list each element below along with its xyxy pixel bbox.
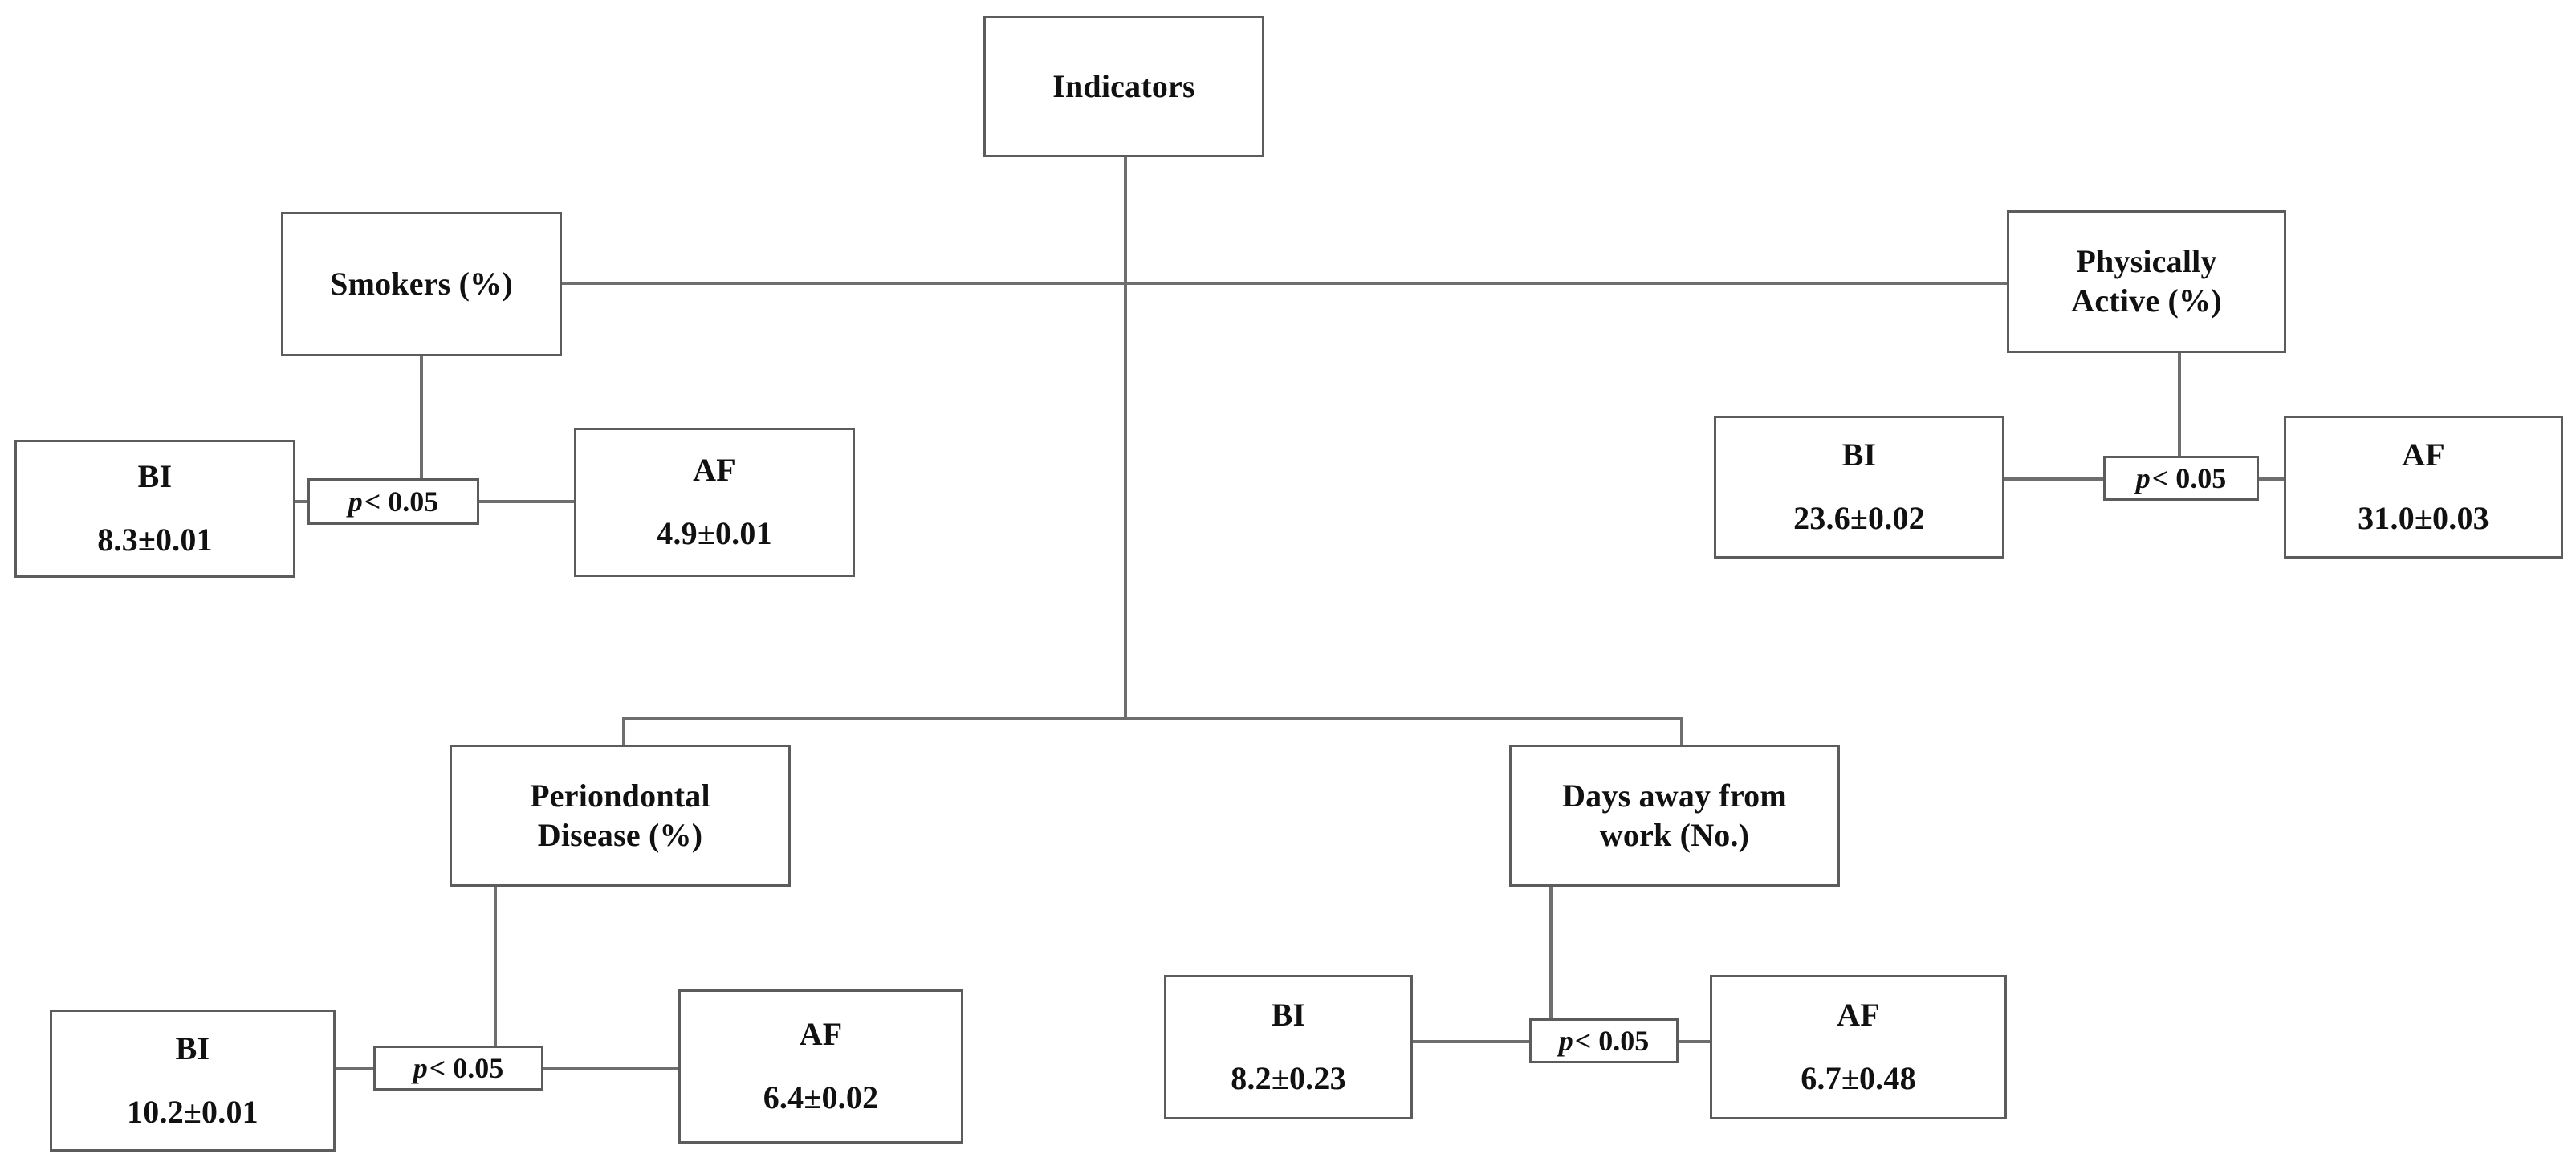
node-physically-active-baseline-value: 23.6±0.02: [1793, 500, 1925, 536]
connector-days-away-drop: [1680, 717, 1683, 746]
connector-smokers-p-to-followup: [477, 500, 580, 503]
node-smokers: Smokers (%): [281, 212, 562, 356]
node-days-away-baseline-name: BI: [1271, 997, 1306, 1034]
node-smokers-baseline-name: BI: [137, 458, 173, 495]
pvalue-physically-active-symbol: p: [2135, 462, 2151, 494]
pvalue-physically-active-rest: < 0.05: [2151, 462, 2227, 494]
pvalue-smokers-rest: < 0.05: [364, 485, 439, 518]
node-indicators-label: Indicators: [1052, 67, 1195, 104]
node-physically-active-label-line1: Physically: [2076, 243, 2217, 280]
node-physically-active-followup: AF 31.0±0.03: [2284, 416, 2563, 559]
pvalue-smokers-symbol: p: [348, 485, 363, 518]
connector-physically-active-baseline-to-p: [2000, 477, 2106, 481]
pvalue-periondontal: p < 0.05: [373, 1046, 543, 1091]
connector-days-away-stem: [1549, 887, 1553, 1019]
pvalue-periondontal-symbol: p: [413, 1052, 428, 1084]
node-days-away-label-line1: Days away from: [1562, 777, 1787, 814]
connector-days-away-p-to-followup: [1676, 1040, 1712, 1043]
node-physically-active: Physically Active (%): [2007, 210, 2286, 353]
node-days-away-baseline: BI 8.2±0.23: [1164, 975, 1413, 1119]
node-periondontal-disease-label-line1: Periondontal: [530, 777, 710, 814]
node-smokers-baseline-value: 8.3±0.01: [97, 522, 213, 558]
node-days-away-from-work: Days away from work (No.): [1509, 745, 1840, 887]
connector-days-away-baseline-to-p: [1409, 1040, 1533, 1043]
connector-root-trunk: [1124, 157, 1127, 720]
pvalue-days-away-symbol: p: [1558, 1025, 1573, 1057]
node-physically-active-followup-value: 31.0±0.03: [2358, 500, 2489, 536]
node-indicators: Indicators: [983, 16, 1264, 157]
node-days-away-followup-value: 6.7±0.48: [1801, 1060, 1916, 1096]
node-periondontal-followup: AF 6.4±0.02: [678, 989, 963, 1144]
node-days-away-baseline-value: 8.2±0.23: [1231, 1060, 1346, 1096]
connector-level1-horizontal: [562, 282, 2007, 285]
node-days-away-label-line2: work (No.): [1599, 816, 1750, 853]
node-periondontal-disease: Periondontal Disease (%): [450, 745, 791, 887]
node-physically-active-label-line2: Active (%): [2071, 282, 2222, 319]
pvalue-periondontal-rest: < 0.05: [429, 1052, 504, 1084]
node-periondontal-disease-label-line2: Disease (%): [537, 816, 703, 853]
node-smokers-followup: AF 4.9±0.01: [574, 428, 855, 577]
connector-periondontal-stem: [494, 887, 497, 1047]
connector-periondontal-drop: [622, 717, 625, 746]
node-smokers-followup-value: 4.9±0.01: [657, 515, 772, 551]
node-periondontal-followup-value: 6.4±0.02: [763, 1079, 879, 1115]
node-physically-active-baseline: BI 23.6±0.02: [1714, 416, 2004, 559]
connector-smokers-baseline-to-p: [289, 500, 313, 503]
pvalue-smokers: p < 0.05: [307, 478, 479, 525]
connector-periondontal-baseline-to-p: [331, 1067, 377, 1070]
node-periondontal-baseline-value: 10.2±0.01: [127, 1093, 258, 1130]
node-smokers-baseline: BI 8.3±0.01: [14, 440, 295, 578]
node-periondontal-followup-name: AF: [799, 1016, 843, 1053]
connector-level2-horizontal: [622, 717, 1683, 720]
pvalue-days-away: p < 0.05: [1529, 1018, 1679, 1063]
node-smokers-label: Smokers (%): [330, 265, 513, 302]
node-physically-active-baseline-name: BI: [1841, 437, 1877, 473]
node-smokers-followup-name: AF: [693, 452, 736, 489]
connector-periondontal-p-to-followup: [541, 1067, 686, 1070]
node-periondontal-baseline: BI 10.2±0.01: [50, 1010, 336, 1152]
connector-smokers-stem: [420, 356, 423, 481]
connector-physically-active-p-to-followup: [2257, 477, 2287, 481]
connector-physically-active-stem: [2178, 353, 2181, 457]
node-periondontal-baseline-name: BI: [175, 1030, 210, 1066]
node-days-away-followup-name: AF: [1837, 997, 1880, 1034]
pvalue-physically-active: p < 0.05: [2103, 456, 2259, 501]
node-days-away-followup: AF 6.7±0.48: [1710, 975, 2007, 1119]
pvalue-days-away-rest: < 0.05: [1574, 1025, 1650, 1057]
node-physically-active-followup-name: AF: [2402, 437, 2445, 473]
